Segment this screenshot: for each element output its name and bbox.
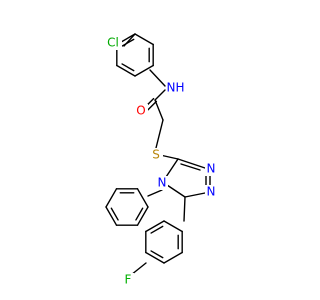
phenyl-ring-bond	[105, 188, 118, 208]
triazole-n4-label: N	[158, 176, 167, 190]
structure-canvas: Cl N H O S N N N F	[104, 33, 217, 287]
triazole-inner-bond	[180, 163, 201, 171]
phenyl-ring-bond	[136, 206, 149, 226]
chlorophenyl-ring-bond	[134, 33, 154, 46]
atom-label-n2: N	[205, 185, 217, 199]
fluorophenyl-ring-bond	[163, 251, 183, 264]
fluorophenyl-ring-bond	[163, 220, 183, 233]
bonds	[105, 33, 211, 276]
carbonyl-ch2-bond	[154, 99, 164, 121]
phenyl-ring-inner-bond	[110, 207, 119, 221]
fluorine-label: F	[125, 273, 132, 287]
phenyl-ring-bond	[136, 188, 149, 208]
ring-to-nh-bond	[149, 69, 166, 87]
ch2-s-bond	[155, 119, 164, 149]
triazole-c5-n4-bond	[166, 184, 186, 198]
thioether-sulfur-label: S	[152, 148, 160, 162]
fluorophenyl-ring-inner-bond	[150, 250, 164, 259]
chlorophenyl-ring-bond	[116, 64, 136, 77]
molecule-structure: Cl N H O S N N N F	[104, 33, 217, 287]
atom-label-n1: N	[205, 162, 217, 176]
triazole-n2-label: N	[207, 185, 216, 199]
triazole-n4-c3-bond	[165, 158, 179, 178]
atom-labels: Cl N H O S N N N F	[104, 36, 217, 287]
amide-nitrogen-label: N	[167, 81, 176, 95]
carbonyl-double-bond	[146, 100, 158, 112]
fluorophenyl-ring-bond	[145, 220, 165, 233]
c-cl-bond	[123, 33, 136, 47]
atom-label-o: O	[134, 104, 148, 118]
fluorophenyl-ring-bond	[145, 251, 165, 264]
fluorophenyl-ring-inner-bond	[150, 225, 164, 234]
c5-aryl-bond	[183, 196, 186, 222]
chlorine-label: Cl	[107, 36, 119, 50]
triazole-n2-c5-bond	[184, 192, 206, 198]
carbonyl-oxygen-label: O	[136, 104, 145, 118]
chlorophenyl-ring-bond	[134, 64, 154, 77]
atom-label-f: F	[122, 273, 134, 287]
atom-label-n4: N	[156, 176, 168, 190]
triazole-n1-label: N	[207, 162, 216, 176]
atom-label-nh: N H	[167, 81, 185, 95]
atom-label-cl: Cl	[104, 36, 122, 50]
phenyl-ring-inner-bond	[135, 207, 144, 221]
n4-phenyl-bond	[147, 189, 163, 197]
atom-label-s: S	[150, 148, 163, 162]
triazole-c3-n1-bond	[177, 158, 206, 169]
nh-carbonyl-bond	[154, 89, 166, 101]
phenyl-ring-bond	[105, 206, 118, 226]
amide-hydrogen-label: H	[175, 81, 184, 95]
chlorophenyl-ring-inner-bond	[121, 63, 135, 72]
